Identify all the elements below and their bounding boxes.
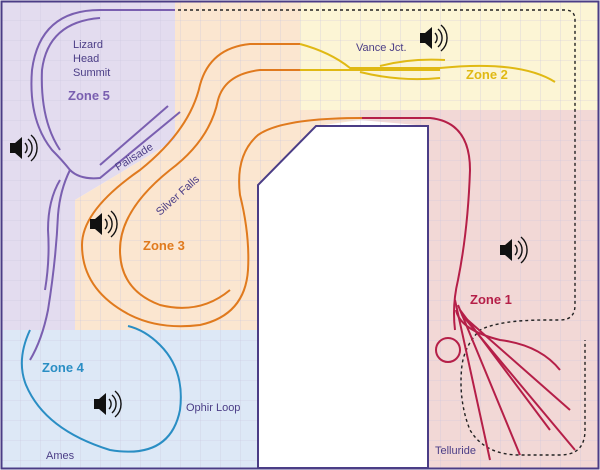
zone5-label: Zone 5: [68, 88, 110, 103]
place-ophir-loop: Ophir Loop: [186, 402, 240, 414]
place-lizard-head-line2: Head: [73, 53, 99, 65]
place-ames: Ames: [46, 450, 75, 462]
hidden-track: [178, 9, 586, 456]
place-telluride: Telluride: [435, 445, 476, 457]
zone4-label: Zone 4: [42, 360, 85, 375]
zone5-track: [29, 9, 181, 361]
zone1-label: Zone 1: [470, 292, 512, 307]
place-vance-jct: Vance Jct.: [356, 42, 407, 54]
place-lizard-head-line3: Summit: [73, 67, 110, 79]
zone3-label: Zone 3: [143, 238, 185, 253]
zone2-track: [299, 43, 556, 83]
zone4-track: [20, 325, 182, 453]
zone1-track: [362, 117, 576, 461]
zone3-track: [80, 43, 363, 328]
place-lizard-head-line1: Lizard: [73, 39, 103, 51]
zone2-label: Zone 2: [466, 67, 508, 82]
aisle: [257, 125, 429, 469]
